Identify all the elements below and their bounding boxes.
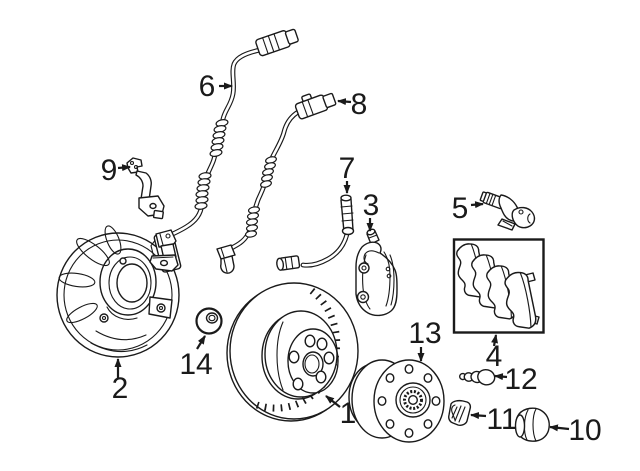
callout-7[interactable]: 7 (339, 152, 356, 194)
part-1-brake-rotor (226, 282, 359, 422)
part-10-grease-cap (514, 407, 550, 442)
hub-bearing (395, 382, 431, 418)
callout-8[interactable]: 8 (337, 88, 368, 121)
callout-arrow-10 (549, 424, 570, 432)
connector-plug (255, 28, 299, 57)
callout-label-6[interactable]: 6 (199, 70, 216, 103)
callout-6[interactable]: 6 (199, 70, 233, 103)
hose-top-fitting (340, 194, 355, 236)
connector-plug (294, 92, 337, 120)
callout-5[interactable]: 5 (452, 192, 484, 225)
callout-arrow-11 (470, 412, 487, 420)
wire-corrugation (244, 156, 277, 238)
callout-arrow-9 (117, 164, 131, 172)
callout-label-12[interactable]: 12 (504, 363, 537, 396)
callout-2[interactable]: 2 (112, 358, 129, 405)
callout-arrow-1 (325, 395, 341, 408)
part-3-brake-caliper (355, 228, 398, 317)
part-6-abs-sensor-wire (149, 28, 299, 272)
callout-label-13[interactable]: 13 (408, 317, 441, 350)
part-7-brake-hose (276, 194, 355, 271)
callout-arrow-4 (491, 334, 499, 347)
part-9-bracket (126, 157, 165, 220)
callout-9[interactable]: 9 (101, 154, 131, 187)
callout-label-3[interactable]: 3 (363, 189, 380, 222)
callout-11[interactable]: 11 (470, 403, 518, 436)
wire-corrugation (194, 119, 229, 210)
callout-arrow-5 (470, 201, 484, 209)
callout-arrow-8 (337, 98, 352, 106)
callout-label-14[interactable]: 14 (179, 348, 212, 381)
part-2-splash-shield (56, 225, 182, 358)
sensor-head (149, 229, 179, 272)
callout-arrow-12 (494, 373, 508, 381)
callout-label-8[interactable]: 8 (351, 88, 368, 121)
part-14-seal-ring (195, 307, 223, 335)
callout-13[interactable]: 13 (408, 317, 442, 362)
callout-label-9[interactable]: 9 (101, 154, 118, 187)
callout-label-10[interactable]: 10 (568, 414, 601, 447)
callout-label-11[interactable]: 11 (486, 403, 517, 436)
pad-set-box (452, 238, 545, 334)
callout-14[interactable]: 14 (179, 335, 213, 381)
callout-10[interactable]: 10 (549, 414, 602, 447)
callout-label-7[interactable]: 7 (339, 152, 356, 185)
callout-12[interactable]: 12 (494, 363, 538, 396)
callout-label-4[interactable]: 4 (486, 340, 503, 373)
hose-end-fitting (276, 255, 301, 271)
callout-label-2[interactable]: 2 (112, 372, 129, 405)
callout-3[interactable]: 3 (363, 189, 380, 232)
callout-label-1[interactable]: 1 (340, 397, 357, 430)
rotor-center-bore (302, 351, 324, 377)
callout-1[interactable]: 1 (325, 395, 357, 430)
part-13-wheel-hub (348, 359, 445, 443)
callout-arrow-14 (196, 335, 206, 350)
part-8-abs-sensor-wire (216, 92, 337, 274)
sensor-tip (216, 244, 236, 274)
callout-4[interactable]: 4 (486, 334, 503, 373)
part-11-retainer-clip (448, 399, 472, 426)
callout-label-5[interactable]: 5 (452, 192, 469, 225)
part-4-brake-pad-set (452, 238, 545, 334)
part-12-fastener (458, 368, 496, 386)
part-5-wear-sensor (479, 191, 536, 231)
